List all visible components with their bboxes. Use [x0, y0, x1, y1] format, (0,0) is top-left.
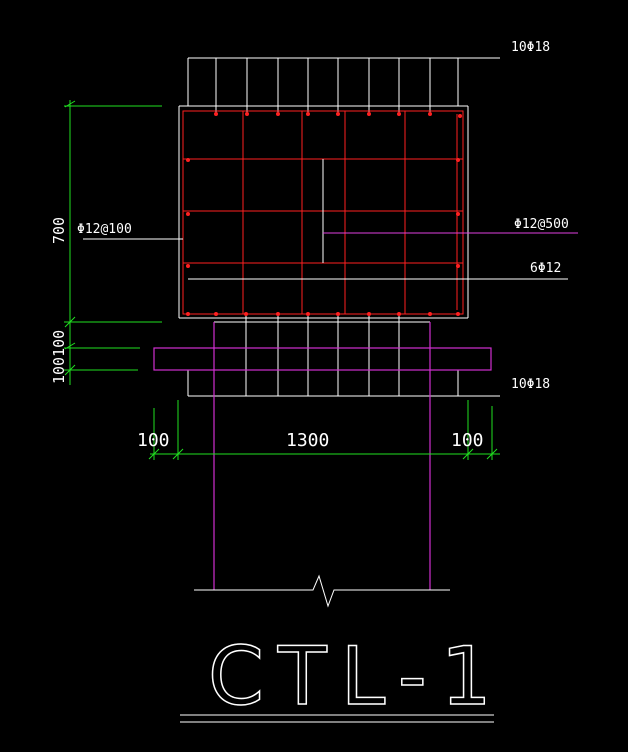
cover-dimension-label: 100100: [50, 330, 68, 384]
title-underline: [180, 714, 494, 723]
break-line: [194, 574, 450, 608]
pier: [153, 322, 492, 590]
bottom-bar-leaders: [245, 316, 400, 396]
height-dimension-label: 700: [50, 217, 68, 244]
width-dimension-label: 1300: [286, 430, 329, 451]
drawing-title: CTL-1: [208, 630, 506, 723]
top-bars-label: 10Φ18: [511, 40, 550, 55]
bottom-bars-label: 10Φ18: [511, 377, 550, 392]
tie-bar-label: Φ12@500: [514, 217, 569, 232]
dimension-lines: [64, 100, 500, 460]
leader-lines: [83, 232, 578, 280]
beam-outline: [178, 57, 500, 397]
top-bar-leaders: [215, 58, 431, 114]
rebar-dots: [186, 112, 462, 316]
right-edge-dimension-label: 100: [451, 430, 484, 451]
side-bars-label: 6Φ12: [530, 261, 561, 276]
left-edge-dimension-label: 100: [137, 430, 170, 451]
stirrup-label: Φ12@100: [77, 222, 132, 237]
